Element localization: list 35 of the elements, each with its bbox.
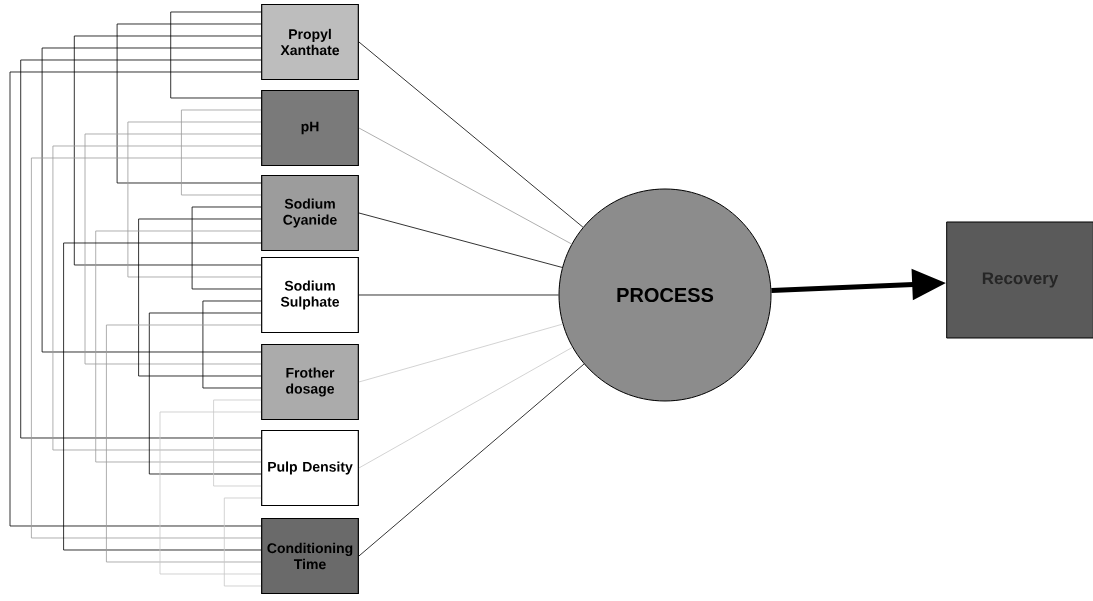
interaction-line	[9, 71, 262, 527]
interaction-line	[138, 218, 262, 377]
factor-box: pH	[261, 89, 359, 167]
connector-line	[358, 363, 585, 557]
interaction-line	[159, 411, 262, 575]
interaction-line	[20, 59, 262, 439]
factor-box: Propyl Xanthate	[261, 3, 359, 81]
connector-line	[358, 294, 559, 296]
factor-box: Sodium Sulphate	[261, 256, 359, 334]
interaction-line	[223, 497, 262, 587]
connector-line	[358, 347, 573, 469]
interaction-line	[170, 11, 262, 99]
connector-line	[358, 212, 563, 268]
interaction-line	[191, 206, 262, 290]
interaction-line	[95, 230, 262, 463]
interaction-line	[52, 145, 262, 451]
interaction-line	[31, 157, 262, 539]
interaction-line	[213, 399, 262, 487]
factor-box: Pulp Density	[261, 429, 359, 507]
interaction-line	[73, 35, 262, 266]
connector-line	[358, 323, 563, 383]
interaction-line	[41, 47, 262, 353]
interaction-line	[181, 109, 262, 196]
interaction-line	[127, 121, 262, 278]
connector-line	[358, 127, 572, 245]
interaction-line	[148, 312, 262, 475]
interaction-line	[63, 242, 262, 551]
factor-box: Sodium Cyanide	[261, 174, 359, 252]
factor-box: Frother dosage	[261, 343, 359, 421]
interaction-line	[84, 133, 262, 365]
factor-box: Conditioning Time	[261, 517, 359, 595]
interaction-line	[106, 324, 262, 563]
connector-line	[358, 41, 584, 228]
interaction-line	[116, 23, 262, 184]
interaction-line	[202, 300, 262, 389]
